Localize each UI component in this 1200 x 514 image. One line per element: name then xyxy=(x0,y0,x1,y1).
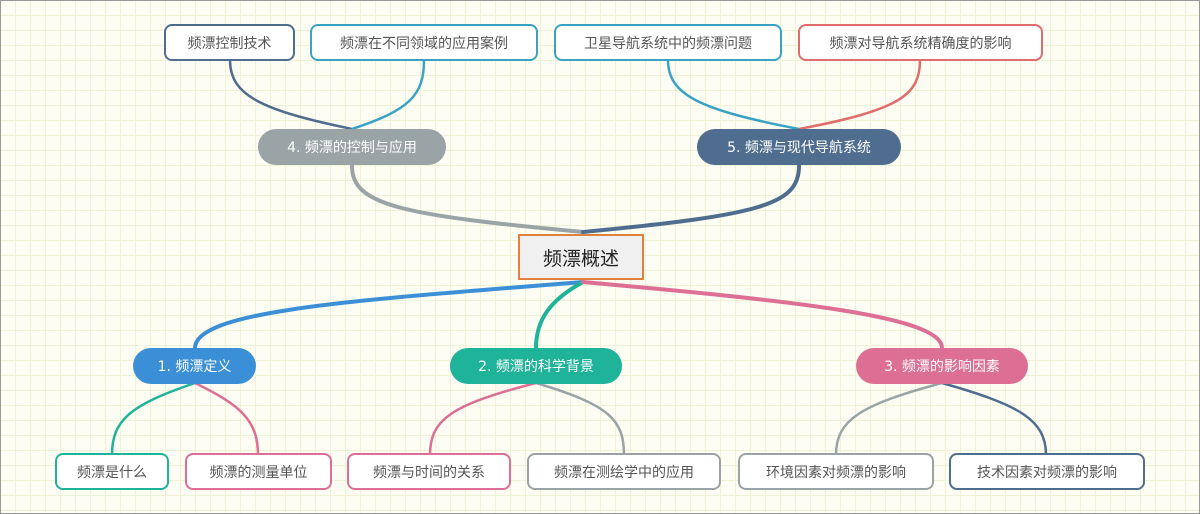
leaf-node-measurement-unit[interactable]: 频漂的测量单位 xyxy=(185,453,332,490)
leaf-node-time-relation[interactable]: 频漂与时间的关系 xyxy=(347,453,511,490)
link-b3-c2 xyxy=(941,381,1048,456)
link-b5-c1 xyxy=(666,59,800,131)
leaf-node-satellite-navigation-drift[interactable]: 卫星导航系统中的频漂问题 xyxy=(554,24,782,61)
link-b4-c1 xyxy=(228,59,353,131)
link-root-b2 xyxy=(534,280,585,350)
branch-node-scientific-background[interactable]: 2. 频漂的科学背景 xyxy=(450,348,622,384)
link-root-b3 xyxy=(581,280,944,350)
link-b4-c2 xyxy=(351,59,426,131)
leaf-node-what-is-drift[interactable]: 频漂是什么 xyxy=(55,453,169,490)
link-root-b4 xyxy=(350,164,585,234)
root-node[interactable]: 频漂概述 xyxy=(518,234,644,280)
branch-node-influence-factors[interactable]: 3. 频漂的影响因素 xyxy=(856,348,1028,384)
leaf-node-technical-factors[interactable]: 技术因素对频漂的影响 xyxy=(949,453,1145,490)
link-b5-c2 xyxy=(798,59,922,131)
branch-node-navigation-systems[interactable]: 5. 频漂与现代导航系统 xyxy=(697,129,901,165)
leaf-node-surveying-application[interactable]: 频漂在测绘学中的应用 xyxy=(527,453,721,490)
leaf-node-control-technology[interactable]: 频漂控制技术 xyxy=(164,24,295,61)
link-b1-c2 xyxy=(194,381,260,456)
link-b2-c2 xyxy=(535,381,626,456)
link-root-b1 xyxy=(193,280,585,350)
branch-node-control-application[interactable]: 4. 频漂的控制与应用 xyxy=(258,129,446,165)
link-root-b5 xyxy=(581,164,801,234)
leaf-node-application-cases[interactable]: 频漂在不同领域的应用案例 xyxy=(310,24,538,61)
leaf-node-navigation-accuracy[interactable]: 频漂对导航系统精确度的影响 xyxy=(798,24,1043,61)
link-b2-c1 xyxy=(428,381,537,456)
leaf-node-environment-factors[interactable]: 环境因素对频漂的影响 xyxy=(738,453,934,490)
link-b3-c1 xyxy=(834,381,943,456)
link-b1-c1 xyxy=(110,381,196,456)
branch-node-definition[interactable]: 1. 频漂定义 xyxy=(133,348,256,384)
